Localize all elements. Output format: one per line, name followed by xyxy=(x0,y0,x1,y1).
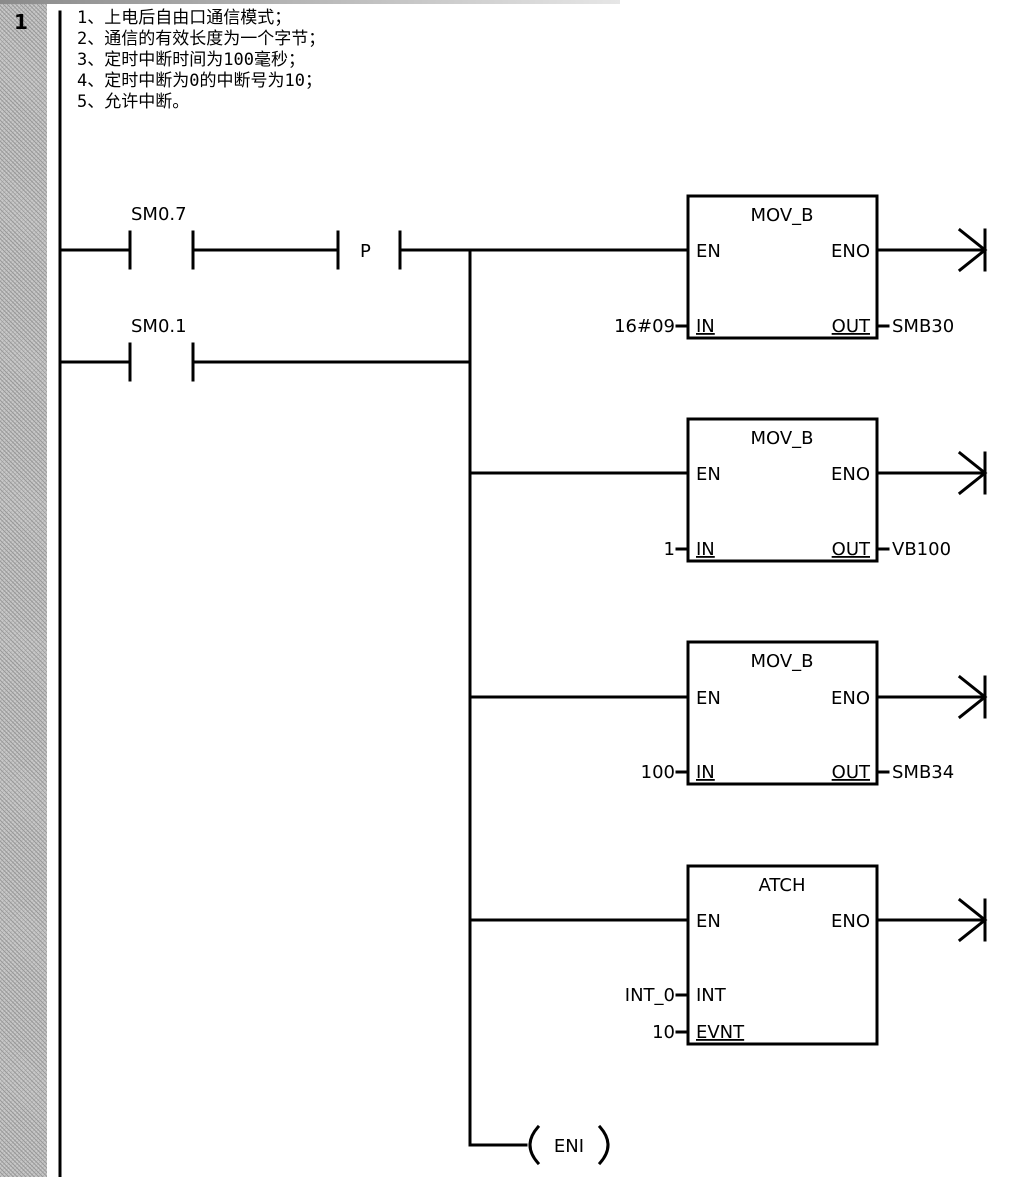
en-pin: EN xyxy=(696,911,721,932)
editor-top-border xyxy=(0,0,620,4)
eno-pin: ENO xyxy=(831,688,870,709)
in-operand: 16#09 xyxy=(614,316,675,337)
out-pin: OUT xyxy=(832,762,871,783)
eno-pin: ENO xyxy=(831,464,870,485)
comment-line: 3、定时中断时间为100毫秒； xyxy=(77,50,305,70)
evnt-pin: EVNT xyxy=(696,1022,745,1043)
coil-label: ENI xyxy=(554,1136,584,1157)
network-comment[interactable]: 1、上电后自由口通信模式； 2、通信的有效长度为一个字节； 3、定时中断时间为1… xyxy=(77,8,325,113)
contact-address: SM0.1 xyxy=(131,316,187,337)
network-gutter xyxy=(0,0,47,1177)
int-operand: INT_0 xyxy=(625,985,675,1006)
in-pin: IN xyxy=(696,762,715,783)
out-operand: SMB30 xyxy=(892,316,954,337)
block-title: MOV_B xyxy=(750,205,813,226)
eno-output-arrow xyxy=(875,897,988,943)
network-number[interactable]: 1 xyxy=(14,10,28,34)
evnt-operand: 10 xyxy=(652,1022,675,1043)
out-pin: OUT xyxy=(832,539,871,560)
en-pin: EN xyxy=(696,464,721,485)
in-operand: 100 xyxy=(641,762,675,783)
en-pin: EN xyxy=(696,688,721,709)
eni-coil[interactable]: ENI xyxy=(528,1124,610,1166)
contact-address: SM0.7 xyxy=(131,204,187,225)
en-pin: EN xyxy=(696,241,721,262)
block-title: MOV_B xyxy=(750,428,813,449)
mov-b-block-1[interactable]: MOV_B EN ENO IN OUT 16#09 SMB30 xyxy=(614,194,954,340)
int-pin: INT xyxy=(696,985,727,1006)
eno-output-arrow xyxy=(875,227,988,273)
contact-sm0-1[interactable]: SM0.1 xyxy=(58,316,195,382)
mov-b-block-2[interactable]: MOV_B EN ENO IN OUT 1 VB100 xyxy=(664,417,951,563)
eno-output-arrow xyxy=(875,450,988,496)
mov-b-block-3[interactable]: MOV_B EN ENO IN OUT 100 SMB34 xyxy=(641,640,955,786)
block-title: MOV_B xyxy=(750,651,813,672)
out-pin: OUT xyxy=(832,316,871,337)
atch-block[interactable]: ATCH EN ENO INT EVNT INT_0 10 xyxy=(625,864,879,1046)
comment-line: 2、通信的有效长度为一个字节； xyxy=(77,29,326,49)
out-operand: VB100 xyxy=(892,539,951,560)
block-title: ATCH xyxy=(759,875,806,896)
comment-line: 4、定时中断为0的中断号为10； xyxy=(77,71,322,91)
comment-line: 1、上电后自由口通信模式； xyxy=(77,8,292,28)
eno-output-arrow xyxy=(875,674,988,720)
eno-pin: ENO xyxy=(831,911,870,932)
comment-line: 5、允许中断。 xyxy=(77,92,190,112)
edge-label: P xyxy=(360,241,371,262)
in-pin: IN xyxy=(696,539,715,560)
in-pin: IN xyxy=(696,316,715,337)
in-operand: 1 xyxy=(664,539,675,560)
out-operand: SMB34 xyxy=(892,762,954,783)
contact-sm0-7[interactable]: SM0.7 xyxy=(58,204,195,270)
eno-pin: ENO xyxy=(831,241,870,262)
positive-edge-detector[interactable]: P xyxy=(336,230,402,270)
